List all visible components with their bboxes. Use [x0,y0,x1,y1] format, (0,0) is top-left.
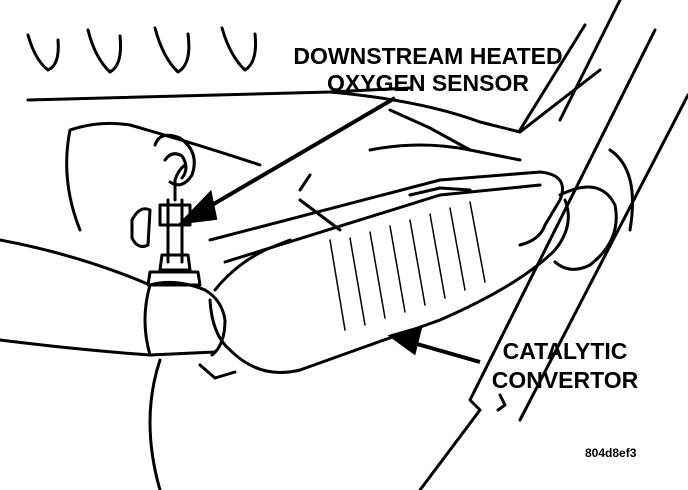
sensor-label-line1: DOWNSTREAM HEATED [293,43,563,69]
floor-pan-ribs [26,26,257,74]
body-underside [26,0,622,232]
sensor-leader-line [198,96,397,214]
sensor-leader-arrowhead [177,189,218,225]
converter-label-line1: CATALYTIC [502,338,628,364]
outlet-pipe [553,148,634,271]
sensor-callout-label: DOWNSTREAM HEATED OXYGEN SENSOR [268,45,588,99]
inlet-pipe [0,238,237,490]
figure-id: 804d8ef3 [585,446,637,460]
converter-label-line2: CONVERTOR [491,367,639,393]
converter-leader-line [409,340,481,364]
catalytic-converter [208,170,570,374]
sensor-grommet [130,133,196,248]
sensor-label-line2: OXYGEN SENSOR [327,70,529,96]
converter-leader-arrowhead [387,325,423,356]
leader-arrows [177,96,481,364]
frame-rail [418,28,688,490]
oxygen-sensor [146,163,202,287]
converter-callout-label: CATALYTIC CONVERTOR [470,340,660,398]
